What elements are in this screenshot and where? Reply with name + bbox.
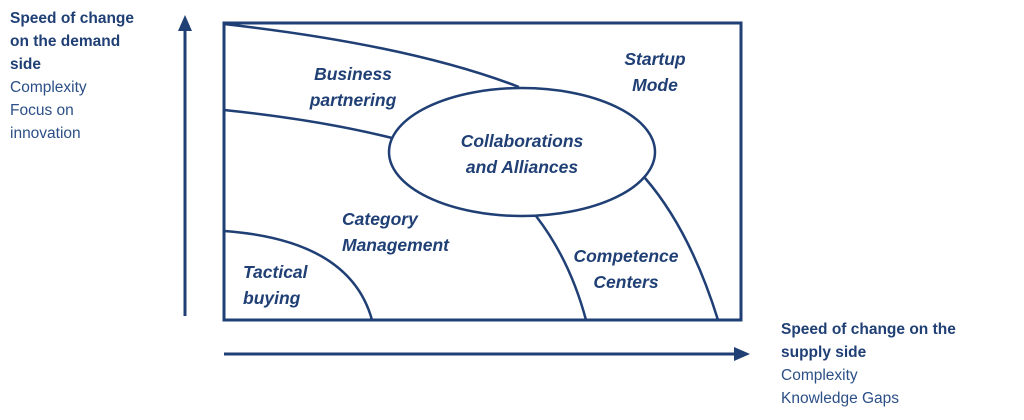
startup-mode-label: Startup Mode bbox=[624, 49, 686, 95]
y-axis-label: Speed of change on the demand side Compl… bbox=[10, 7, 170, 145]
y-axis-detail-line-3: innovation bbox=[10, 125, 81, 142]
category-management-label: Category Management bbox=[342, 209, 450, 255]
business-partnering-lower-boundary bbox=[223, 108, 393, 140]
collaborations-ellipse bbox=[387, 86, 657, 218]
collaborations-line-1: Collaborations bbox=[461, 131, 584, 151]
category-management-line-1: Category bbox=[342, 209, 419, 229]
y-axis-detail-line-2: Focus on bbox=[10, 102, 74, 119]
y-axis-title-line-1: Speed of change bbox=[10, 10, 135, 27]
startup-mode-line-1: Startup bbox=[624, 49, 686, 69]
collaborations-label: Collaborations and Alliances bbox=[461, 131, 584, 177]
x-axis-detail-line-2: Knowledge Gaps bbox=[781, 390, 900, 407]
x-axis-arrow bbox=[224, 347, 750, 361]
tactical-buying-label: Tactical buying bbox=[243, 262, 309, 308]
business-partnering-line-1: Business bbox=[314, 64, 392, 84]
competence-centers-line-1: Competence bbox=[573, 246, 678, 266]
y-axis-detail-line-1: Complexity bbox=[10, 79, 87, 96]
competence-centers-label: Competence Centers bbox=[573, 246, 678, 292]
business-partnering-upper-boundary bbox=[223, 22, 520, 89]
competence-centers-right-boundary bbox=[644, 177, 720, 321]
x-axis-title-line-2: supply side bbox=[781, 344, 867, 361]
x-axis-label: Speed of change on the supply side Compl… bbox=[781, 318, 1021, 410]
business-partnering-label: Business partnering bbox=[309, 64, 397, 110]
tactical-buying-line-1: Tactical bbox=[243, 262, 309, 282]
y-axis-title-line-2: on the demand bbox=[10, 33, 121, 50]
tactical-buying-line-2: buying bbox=[243, 288, 301, 308]
tactical-buying-boundary bbox=[223, 229, 374, 321]
y-axis-title-line-3: side bbox=[10, 56, 42, 73]
x-axis-title-line-1: Speed of change on the bbox=[781, 321, 956, 338]
business-partnering-line-2: partnering bbox=[309, 90, 397, 110]
competence-centers-line-2: Centers bbox=[593, 272, 658, 292]
startup-mode-line-2: Mode bbox=[632, 75, 678, 95]
matrix-frame bbox=[222, 21, 743, 322]
y-axis-arrow bbox=[178, 15, 192, 316]
category-management-line-2: Management bbox=[342, 235, 450, 255]
collaborations-line-2: and Alliances bbox=[466, 157, 578, 177]
competence-centers-left-boundary bbox=[535, 215, 588, 321]
x-axis-detail-line-1: Complexity bbox=[781, 367, 858, 384]
